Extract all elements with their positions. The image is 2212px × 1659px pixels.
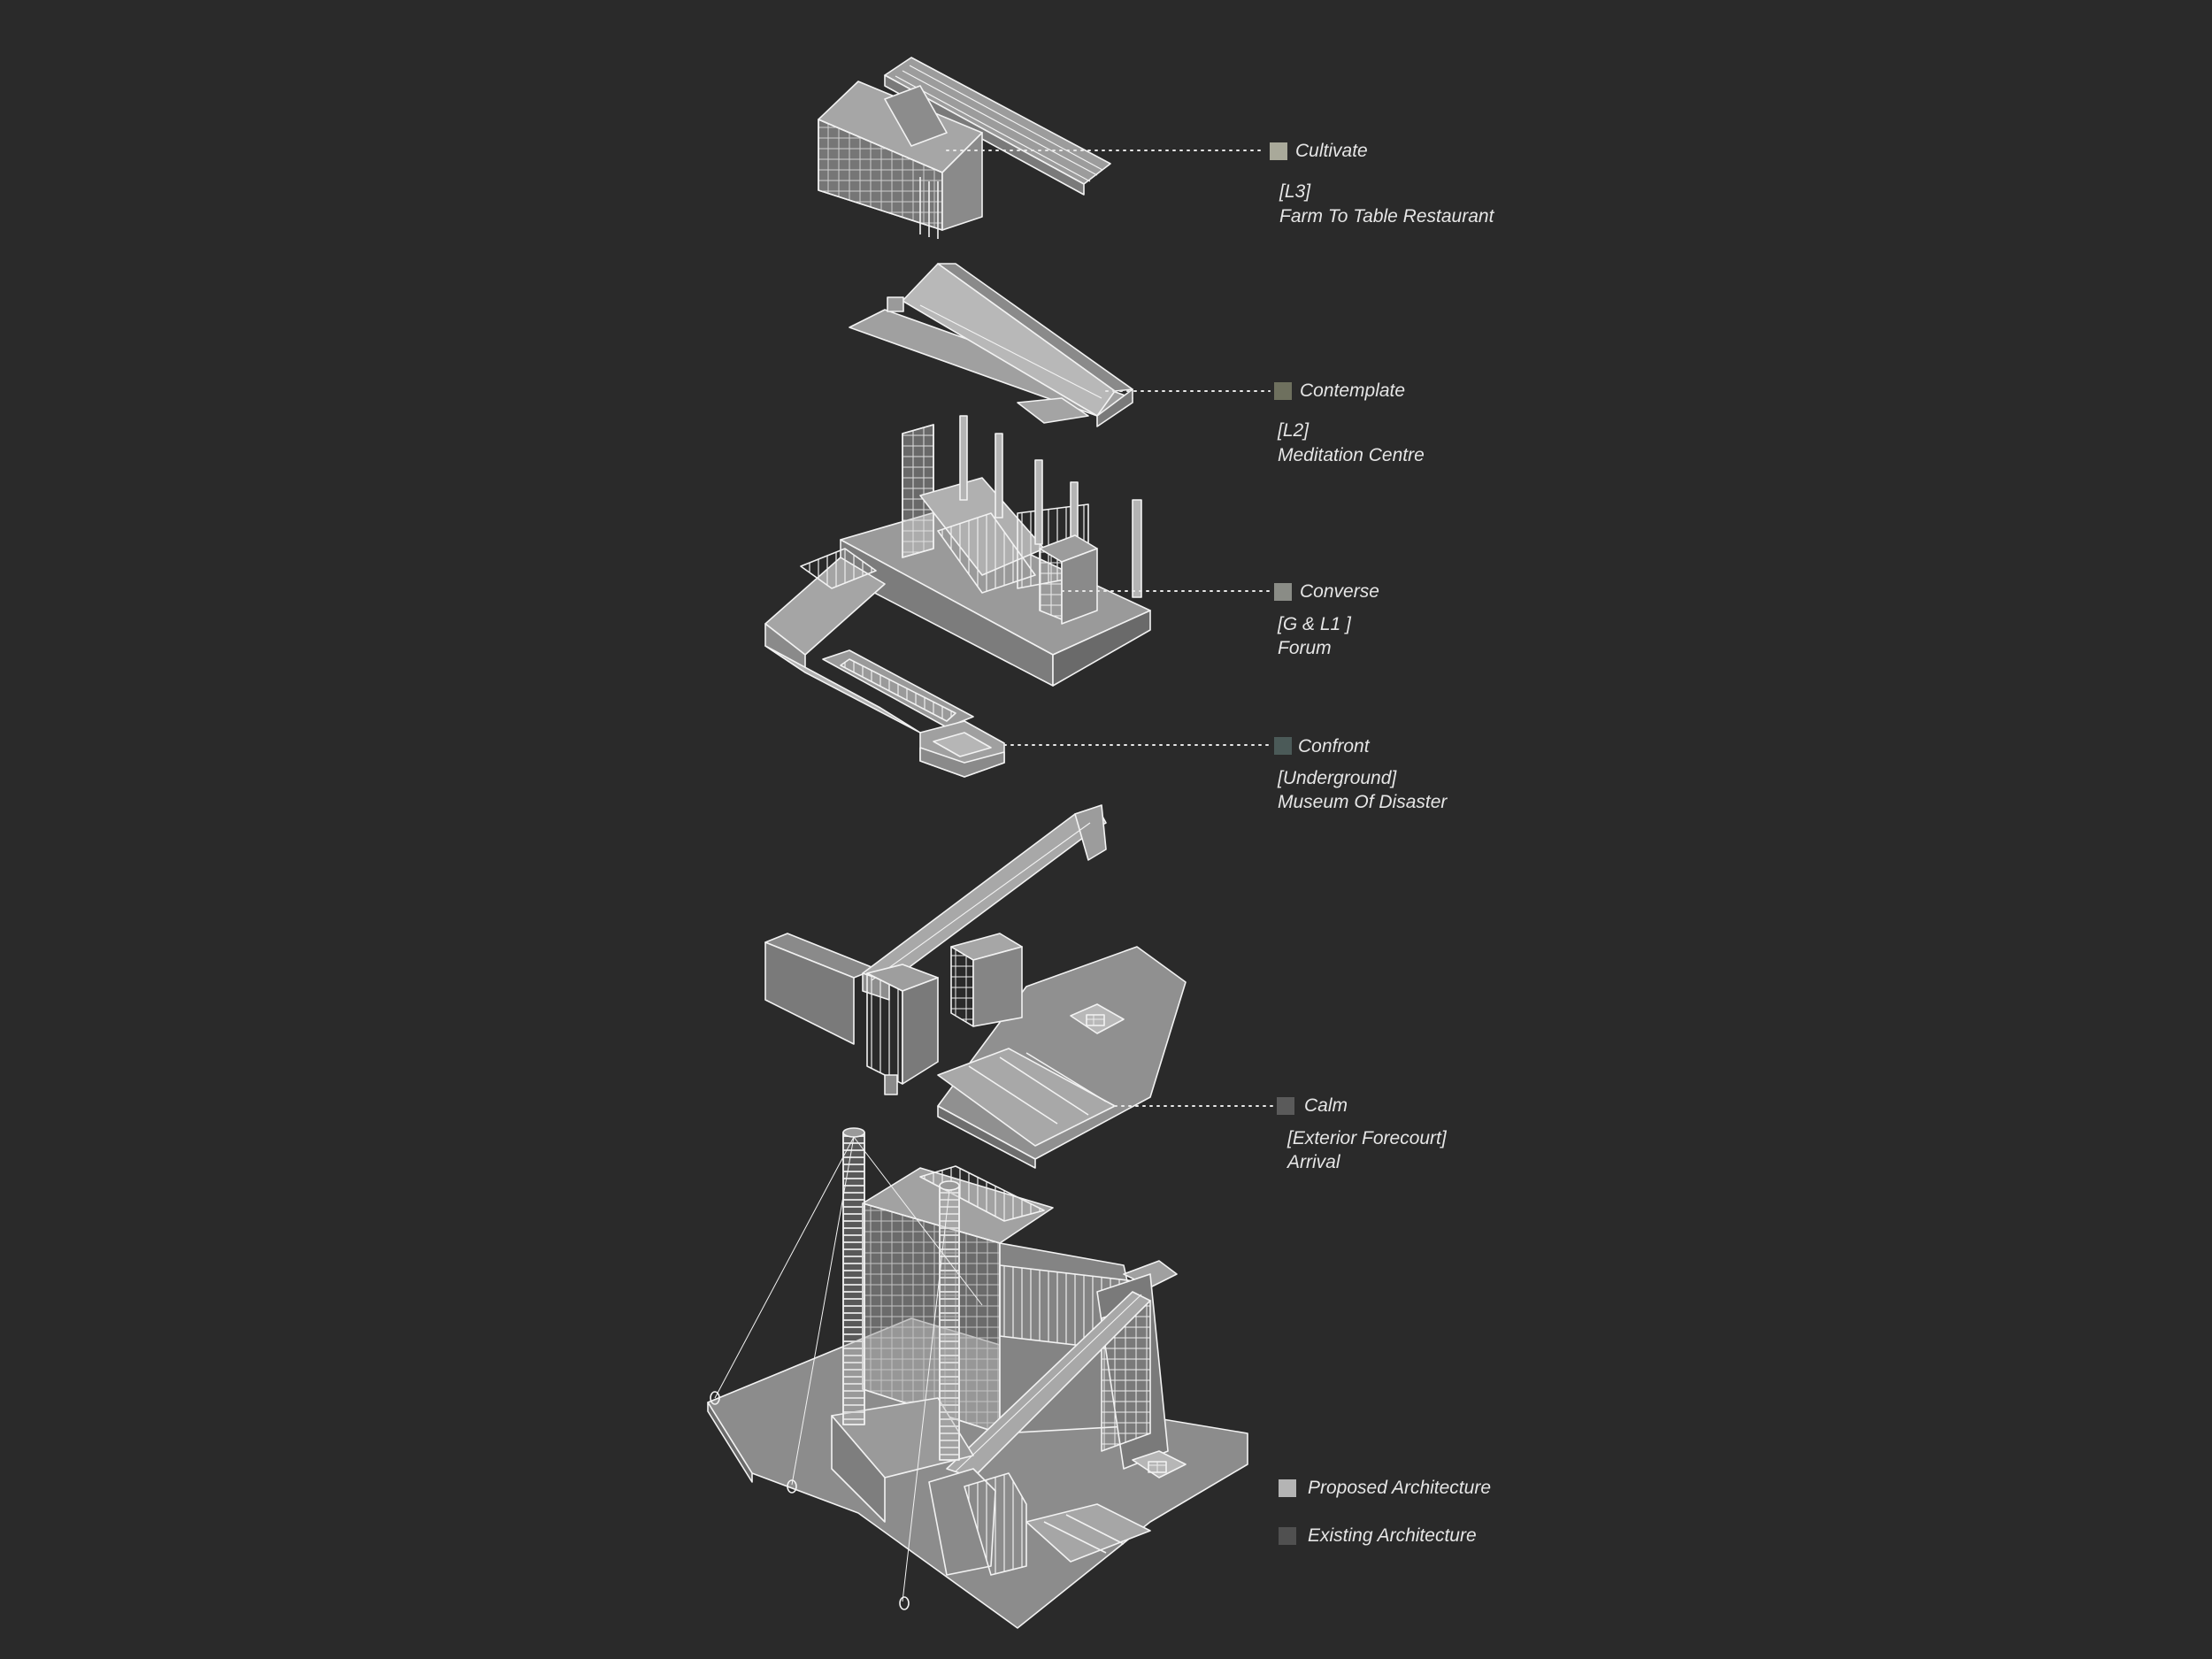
confront-use: Museum Of Disaster [1278, 792, 1448, 812]
calm-title: Calm [1304, 1095, 1348, 1116]
existing-building-model [707, 1127, 1248, 1629]
converse-title: Converse [1300, 581, 1379, 602]
calm-use: Arrival [1287, 1152, 1340, 1172]
cultivate-swatch [1270, 142, 1287, 160]
cultivate-use: Farm To Table Restaurant [1279, 206, 1494, 227]
leader-lines [946, 150, 1275, 1107]
calm-level: [Exterior Forecourt] [1287, 1128, 1447, 1148]
contemplate-use: Meditation Centre [1278, 445, 1425, 465]
existing-label: Existing Architecture [1308, 1525, 1477, 1546]
contemplate-title: Contemplate [1300, 380, 1406, 401]
converse-level: [G & L1 ] [1278, 614, 1351, 634]
cultivate-level: [L3] [1279, 181, 1311, 202]
confront-level: [Underground] [1278, 768, 1397, 788]
contemplate-swatch [1274, 382, 1292, 400]
confront-title: Confront [1298, 736, 1370, 757]
contemplate-level: [L2] [1278, 420, 1310, 441]
existing-swatch [1279, 1527, 1296, 1545]
converse-layer-model [764, 415, 1151, 733]
calm-swatch [1277, 1097, 1294, 1115]
cultivate-layer-model [818, 57, 1111, 239]
converse-use: Forum [1278, 638, 1332, 658]
cultivate-title: Cultivate [1295, 141, 1368, 161]
contemplate-layer-model [849, 263, 1133, 427]
confront-layer-model [919, 720, 1005, 778]
confront-swatch [1274, 737, 1292, 755]
proposed-swatch [1279, 1479, 1296, 1497]
calm-layer-model [764, 804, 1187, 1169]
proposed-label: Proposed Architecture [1308, 1478, 1491, 1498]
converse-swatch [1274, 583, 1292, 601]
